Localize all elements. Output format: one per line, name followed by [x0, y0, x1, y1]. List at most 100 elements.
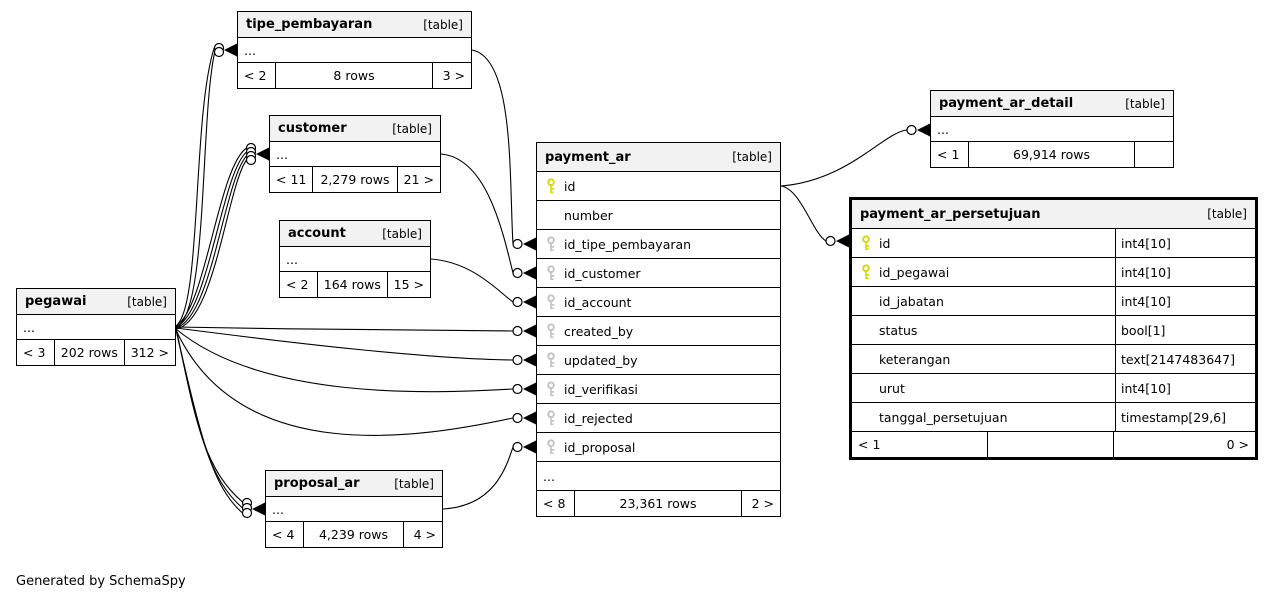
foreign-key-icon [545, 264, 557, 282]
column-name: created_by [564, 323, 634, 339]
column-name-cell: ... [238, 38, 471, 62]
column-name-cell: id_jabatan [852, 287, 1115, 315]
column-type: text[2147483647] [1115, 345, 1255, 373]
column-row-updated_by: updated_by [537, 346, 780, 375]
column-name: id_proposal [564, 439, 636, 455]
column-row-id_customer: id_customer [537, 259, 780, 288]
column-row-id_rejected: id_rejected [537, 404, 780, 433]
column-row-id_verifikasi: id_verifikasi [537, 375, 780, 404]
footer-children-count: 4 > [413, 527, 436, 542]
column-name: keterangan [879, 351, 951, 367]
column-type: bool[1] [1115, 316, 1255, 344]
column-name: id_verifikasi [564, 381, 638, 397]
footer-parents-count: < 3 [17, 340, 55, 365]
column-row-id_proposal: id_proposal [537, 433, 780, 462]
footer-children-count: 2 > [751, 496, 774, 511]
table-type-tag: [table] [392, 121, 432, 136]
column-row-id_pegawai: id_pegawai int4[10] [852, 258, 1255, 287]
column-name: id_account [564, 294, 632, 310]
column-name: urut [879, 380, 905, 396]
footer-row-count: 23,361 rows [575, 491, 742, 516]
column-name-cell: tanggal_persetujuan [852, 403, 1115, 431]
table-header: payment_ar[table] [537, 143, 780, 172]
table-header: tipe_pembayaran[table] [238, 12, 471, 38]
column-row-id_account: id_account [537, 288, 780, 317]
footer-parents-count: < 11 [270, 167, 314, 192]
columns-ellipsis: ... [238, 38, 471, 63]
generator-credit: Generated by SchemaSpy [16, 574, 186, 589]
column-type: int4[10] [1115, 258, 1255, 286]
columns-ellipsis: ... [931, 117, 1173, 142]
column-name-cell: ... [17, 315, 175, 339]
ellipsis-label: ... [543, 468, 555, 484]
table-title: proposal_ar [274, 476, 360, 491]
table-title: payment_ar_persetujuan [860, 206, 1041, 222]
column-name-cell: ... [270, 142, 440, 166]
ellipsis-label: ... [244, 42, 256, 58]
column-name: id_rejected [564, 410, 633, 426]
footer-children-count: 312 > [130, 345, 169, 360]
columns-ellipsis: ... [270, 142, 440, 167]
table-type-tag: [table] [1125, 96, 1165, 111]
columns-ellipsis: ... [266, 497, 442, 522]
columns-ellipsis: ... [280, 247, 430, 272]
table-title: tipe_pembayaran [246, 17, 373, 32]
footer-parents-count: < 2 [238, 63, 276, 88]
table-header: customer [table] [270, 116, 440, 142]
column-name: id_pegawai [879, 264, 950, 280]
column-name-cell: ... [266, 497, 442, 521]
column-name: id_customer [564, 265, 641, 281]
foreign-key-icon [545, 293, 557, 311]
column-name: number [564, 207, 613, 223]
table-type-tag: [table] [127, 294, 167, 309]
footer-children-count: 0 > [1226, 437, 1249, 452]
column-name-cell: id [537, 172, 780, 200]
table-header: payment_ar_persetujuan[table] [852, 200, 1255, 229]
table-header: account[table] [280, 221, 430, 247]
column-name-cell: keterangan [852, 345, 1115, 373]
table-title: account [288, 226, 346, 241]
table-title: payment_ar_detail [939, 96, 1074, 111]
footer-children-count: 15 > [393, 277, 424, 292]
column-row-keterangan: keterangan text[2147483647] [852, 345, 1255, 374]
foreign-key-icon [545, 380, 557, 398]
footer-row-count: 2,279 rows [313, 167, 398, 192]
table-node-payment_ar[interactable]: payment_ar[table]id number id_tipe_pembaya… [536, 142, 781, 517]
ellipsis-label: ... [937, 121, 949, 137]
foreign-key-icon [545, 409, 557, 427]
ellipsis-label: ... [272, 501, 284, 517]
column-name-cell: urut [852, 374, 1115, 402]
foreign-key-icon [545, 351, 557, 369]
columns-ellipsis: ... [17, 315, 175, 340]
column-name: id [879, 235, 891, 251]
column-name-cell: ... [931, 117, 1173, 141]
primary-key-icon [860, 263, 872, 281]
foreign-key-icon [545, 235, 557, 253]
footer-children-count [1135, 142, 1173, 167]
table-header: proposal_ar[table] [266, 471, 442, 497]
column-name-cell: id_pegawai [852, 258, 1115, 286]
column-name-cell: ... [280, 247, 430, 271]
column-name-cell: ... [537, 462, 780, 490]
column-name: id_tipe_pembayaran [564, 236, 692, 252]
table-header: pegawai[table] [17, 289, 175, 315]
column-name-cell: id_verifikasi [537, 375, 780, 403]
table-header: payment_ar_detail [table] [931, 91, 1173, 117]
column-name-cell: status [852, 316, 1115, 344]
table-title: customer [278, 121, 347, 136]
column-name: tanggal_persetujuan [879, 409, 1008, 425]
